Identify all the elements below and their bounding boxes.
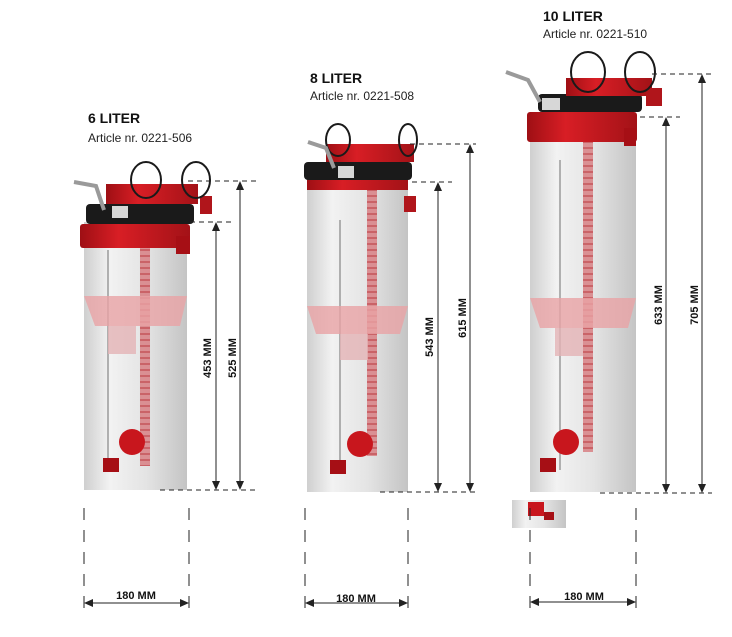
dimension-arrowheads <box>84 74 706 607</box>
inner-height-label-10: 633 MM <box>653 285 665 325</box>
title-8-liter: 8 LITER <box>310 70 363 86</box>
screw-shaft <box>140 226 150 466</box>
top-crossbar <box>106 184 198 204</box>
article-number-8: Article nr. 0221-508 <box>310 89 415 103</box>
screw-shaft <box>583 122 593 452</box>
handle-icon <box>130 161 162 199</box>
cable-icon <box>307 140 336 169</box>
total-height-label-10: 705 MM <box>689 285 701 325</box>
press-plate <box>530 298 636 328</box>
nozzle <box>540 458 556 472</box>
handle-base <box>304 162 412 180</box>
title-6-liter: 6 LITER <box>88 110 141 126</box>
top-crossbar <box>566 78 652 96</box>
lid <box>80 224 190 248</box>
handle-icon <box>570 51 606 93</box>
lid <box>527 112 637 142</box>
cable-icon <box>505 70 542 103</box>
total-height-label-6: 525 MM <box>227 338 239 378</box>
width-label-6: 180 MM <box>116 590 156 602</box>
valve-knob <box>347 431 373 457</box>
total-height-label-8: 615 MM <box>457 298 469 338</box>
inner-height-label-6: 453 MM <box>202 338 214 378</box>
valve-knob <box>553 429 579 455</box>
cable-icon <box>73 180 106 211</box>
press-plate <box>84 296 187 326</box>
inner-height-label-8: 543 MM <box>424 317 436 357</box>
dimension-lines <box>83 73 712 612</box>
nozzle <box>103 458 119 472</box>
article-number-6: Article nr. 0221-506 <box>88 131 193 145</box>
valve-knob <box>119 429 145 455</box>
width-label-10: 180 MM <box>564 591 604 603</box>
dispenser-10-liter <box>505 51 662 528</box>
press-plate <box>307 306 408 334</box>
dispenser-8-liter <box>304 123 418 492</box>
width-label-8: 180 MM <box>336 593 376 605</box>
handle-icon <box>325 123 351 157</box>
lid <box>307 178 408 190</box>
article-number-10: Article nr. 0221-510 <box>543 27 648 41</box>
title-10-liter: 10 LITER <box>543 8 603 24</box>
dispenser-6-liter <box>73 161 212 490</box>
handle-base <box>538 94 642 112</box>
nozzle <box>330 460 346 474</box>
